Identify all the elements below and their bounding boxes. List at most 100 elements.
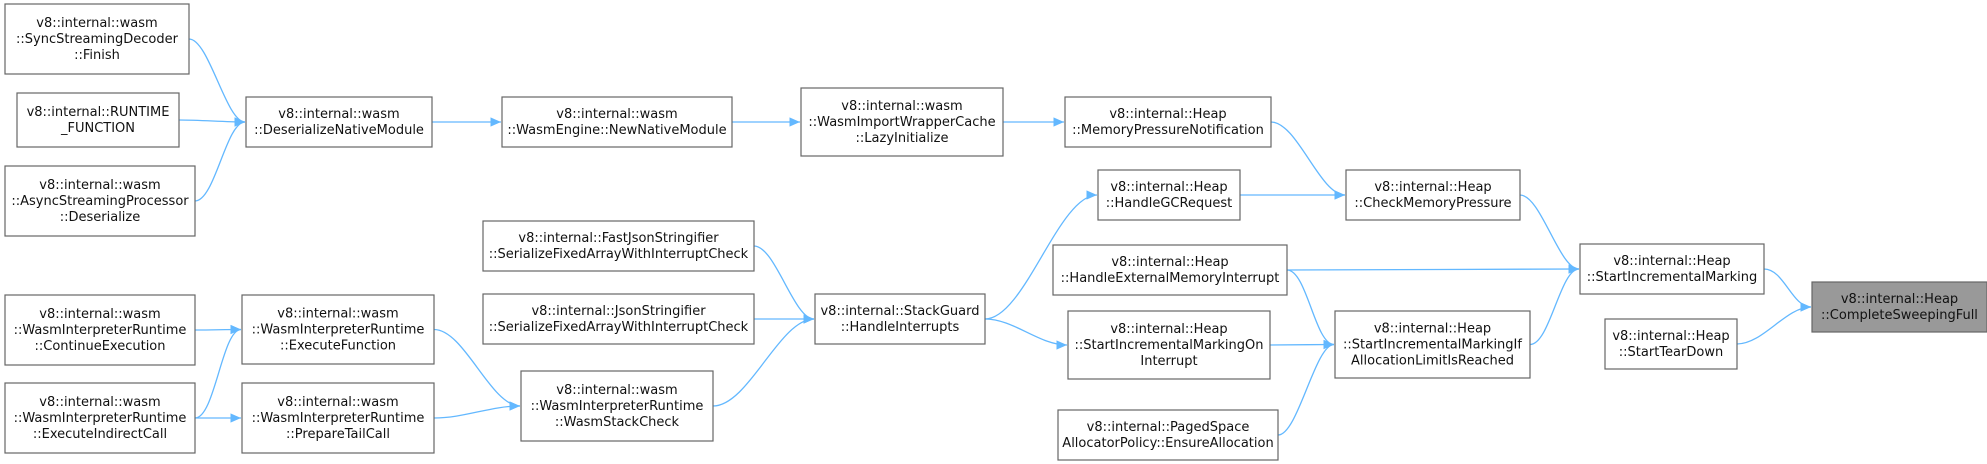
node-box [1579,243,1765,295]
node-box [4,165,196,237]
node-stack-guard[interactable]: v8::internal::StackGuard::HandleInterrup… [814,293,986,345]
node-async-deserialize[interactable]: v8::internal::wasm::AsyncStreamingProces… [4,165,196,237]
edge-handle-external-memory-to-start-incremental-marking [1286,264,1580,274]
node-label-line: v8::internal::FastJsonStringifier [518,231,719,246]
node-label-line: v8::internal::Heap [1109,107,1226,122]
edge-check-memory-pressure-to-start-incremental-marking [1519,194,1580,274]
node-box [4,3,190,75]
node-label-line: ::SerializeFixedArrayWithInterruptCheck [489,320,749,335]
node-label-line: ::WasmInterpreterRuntime [531,399,704,414]
edge-fast-json-to-stack-guard [753,245,815,324]
node-label-line: v8::internal::wasm [841,99,962,114]
edge-handle-external-memory-to-start-incremental-marking-if [1286,269,1335,350]
node-label-line: ::PrepareTailCall [286,427,390,442]
node-box [16,92,180,148]
edge-sync-finish-to-deserialize-native [188,38,246,127]
node-start-incremental-marking[interactable]: v8::internal::Heap::StartIncrementalMark… [1579,243,1765,295]
node-wasm-stack-check[interactable]: v8::internal::wasm::WasmInterpreterRunti… [520,370,714,442]
node-start-tear-down[interactable]: v8::internal::Heap::StartTearDown [1604,318,1738,370]
node-label-line: ::WasmInterpreterRuntime [252,323,425,338]
node-start-incremental-marking-on-interrupt[interactable]: v8::internal::Heap::StartIncrementalMark… [1067,310,1271,380]
edge-ensure-allocation-to-start-incremental-marking-if [1277,339,1335,436]
edge-async-deserialize-to-deserialize-native [194,117,246,202]
node-label-line: ::StartIncrementalMarkingIf [1343,338,1522,353]
node-label-line: v8::internal::PagedSpace [1087,420,1250,435]
node-label-line: v8::internal::wasm [556,107,677,122]
node-label-line: v8::internal::wasm [278,107,399,122]
node-box [1057,409,1279,461]
edge-start-incremental-marking-on-interrupt-to-start-incremental-marking-if [1269,339,1335,350]
node-label-line: ::ExecuteIndirectCall [33,427,167,442]
node-label-line: ::ExecuteFunction [280,339,396,354]
node-start-incremental-marking-if[interactable]: v8::internal::Heap::StartIncrementalMark… [1334,310,1531,379]
node-box [1604,318,1738,370]
node-label-line: _FUNCTION [60,121,135,136]
node-sync-finish[interactable]: v8::internal::wasm::SyncStreamingDecoder… [4,3,190,75]
node-box [1345,169,1521,221]
edge-start-tear-down-to-complete-sweeping-full [1736,302,1812,345]
node-handle-gc-request[interactable]: v8::internal::Heap::HandleGCRequest [1097,169,1241,221]
node-label-line: ::Deserialize [60,210,141,225]
node-label-line: Interrupt [1140,354,1197,369]
node-box [1064,96,1272,148]
node-label-line: v8::internal::Heap [1110,322,1227,337]
node-ensure-allocation[interactable]: v8::internal::PagedSpaceAllocatorPolicy:… [1057,409,1279,461]
node-execute-indirect-call[interactable]: v8::internal::wasm::WasmInterpreterRunti… [4,382,196,454]
node-json[interactable]: v8::internal::JsonStringifier::Serialize… [482,293,755,345]
node-box [482,220,755,272]
node-label-line: v8::internal::JsonStringifier [531,304,706,319]
node-label-line: ::SyncStreamingDecoder [16,32,179,47]
node-label-line: ::StartIncrementalMarkingOn [1074,338,1263,353]
node-label-line: ::WasmStackCheck [555,415,680,430]
node-continue-execution[interactable]: v8::internal::wasm::WasmInterpreterRunti… [4,294,196,366]
node-handle-external-memory[interactable]: v8::internal::Heap::HandleExternalMemory… [1052,244,1288,296]
node-label-line: ::HandleInterrupts [841,320,960,335]
node-label-line: ::WasmInterpreterRuntime [14,323,187,338]
node-box [520,370,714,442]
node-box [501,96,733,148]
node-label-line: ::WasmImportWrapperCache [808,115,995,130]
node-label-line: v8::internal::wasm [39,178,160,193]
edge-start-incremental-marking-if-to-start-incremental-marking [1529,264,1580,346]
node-label-line: v8::internal::wasm [36,16,157,31]
edge-memory-pressure-notification-to-check-memory-pressure [1270,121,1346,200]
nodes: v8::internal::wasm::SyncStreamingDecoder… [4,3,1987,461]
node-prepare-tail-call[interactable]: v8::internal::wasm::WasmInterpreterRunti… [241,382,435,454]
node-label-line: AllocationLimitIsReached [1351,354,1514,369]
node-box [1067,310,1271,380]
node-new-native-module[interactable]: v8::internal::wasm::WasmEngine::NewNativ… [501,96,733,148]
node-label-line: ::HandleExternalMemoryInterrupt [1061,271,1280,286]
edge-wasm-stack-check-to-stack-guard [712,314,815,407]
node-label-line: ::LazyInitialize [856,131,949,146]
node-memory-pressure-notification[interactable]: v8::internal::Heap::MemoryPressureNotifi… [1064,96,1272,148]
node-label-line: ::StartIncrementalMarking [1587,270,1758,285]
node-label-line: v8::internal::wasm [277,395,398,410]
node-label-line: AllocatorPolicy::EnsureAllocation [1062,436,1273,451]
node-box [245,96,433,148]
node-label-line: v8::internal::Heap [1612,329,1729,344]
node-complete-sweeping-full[interactable]: v8::internal::Heap::CompleteSweepingFull [1811,281,1987,333]
node-label-line: v8::internal::Heap [1374,322,1491,337]
node-lazy-initialize[interactable]: v8::internal::wasm::WasmImportWrapperCac… [800,87,1004,157]
node-execute-function[interactable]: v8::internal::wasm::WasmInterpreterRunti… [241,294,435,365]
node-check-memory-pressure[interactable]: v8::internal::Heap::CheckMemoryPressure [1345,169,1521,221]
node-box [482,293,755,345]
node-runtime-function[interactable]: v8::internal::RUNTIME_FUNCTION [16,92,180,148]
node-box [4,294,196,366]
node-label-line: ::HandleGCRequest [1106,196,1233,211]
edge-runtime-function-to-deserialize-native [178,117,246,127]
node-label-line: v8::internal::Heap [1841,292,1958,307]
node-box [1052,244,1288,296]
node-label-line: ::AsyncStreamingProcessor [11,194,189,209]
edge-prepare-tail-call-to-wasm-stack-check [433,401,521,419]
node-label-line: ::ContinueExecution [34,339,165,354]
node-label-line: v8::internal::wasm [556,383,677,398]
node-box [241,382,435,454]
node-fast-json[interactable]: v8::internal::FastJsonStringifier::Seria… [482,220,755,272]
node-label-line: ::SerializeFixedArrayWithInterruptCheck [489,247,749,262]
node-label-line: v8::internal::StackGuard [820,304,979,319]
edge-start-incremental-marking-to-complete-sweeping-full [1763,268,1812,312]
node-deserialize-native[interactable]: v8::internal::wasm::DeserializeNativeMod… [245,96,433,148]
edges [178,38,1812,436]
node-box [1097,169,1241,221]
